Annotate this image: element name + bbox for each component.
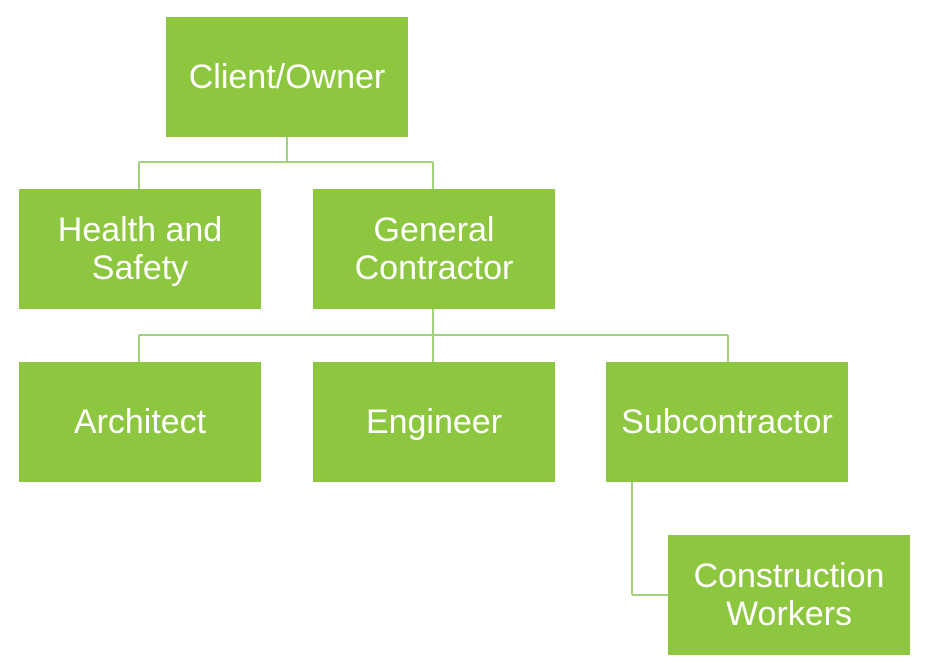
node-general-contractor-label: General Contractor: [354, 211, 514, 287]
node-architect: Architect: [19, 362, 261, 482]
node-engineer-label: Engineer: [365, 403, 503, 441]
node-health-and-safety-label: Health and Safety: [57, 211, 223, 287]
node-subcontractor: Subcontractor: [606, 362, 848, 482]
node-construction-workers: Construction Workers: [668, 535, 910, 655]
node-construction-workers-label: Construction Workers: [693, 557, 885, 633]
node-health-and-safety: Health and Safety: [19, 189, 261, 309]
node-engineer: Engineer: [313, 362, 555, 482]
node-client-owner: Client/Owner: [166, 17, 408, 137]
node-subcontractor-label: Subcontractor: [621, 403, 833, 441]
node-general-contractor: General Contractor: [313, 189, 555, 309]
node-client-owner-label: Client/Owner: [188, 58, 386, 96]
node-architect-label: Architect: [73, 403, 207, 441]
